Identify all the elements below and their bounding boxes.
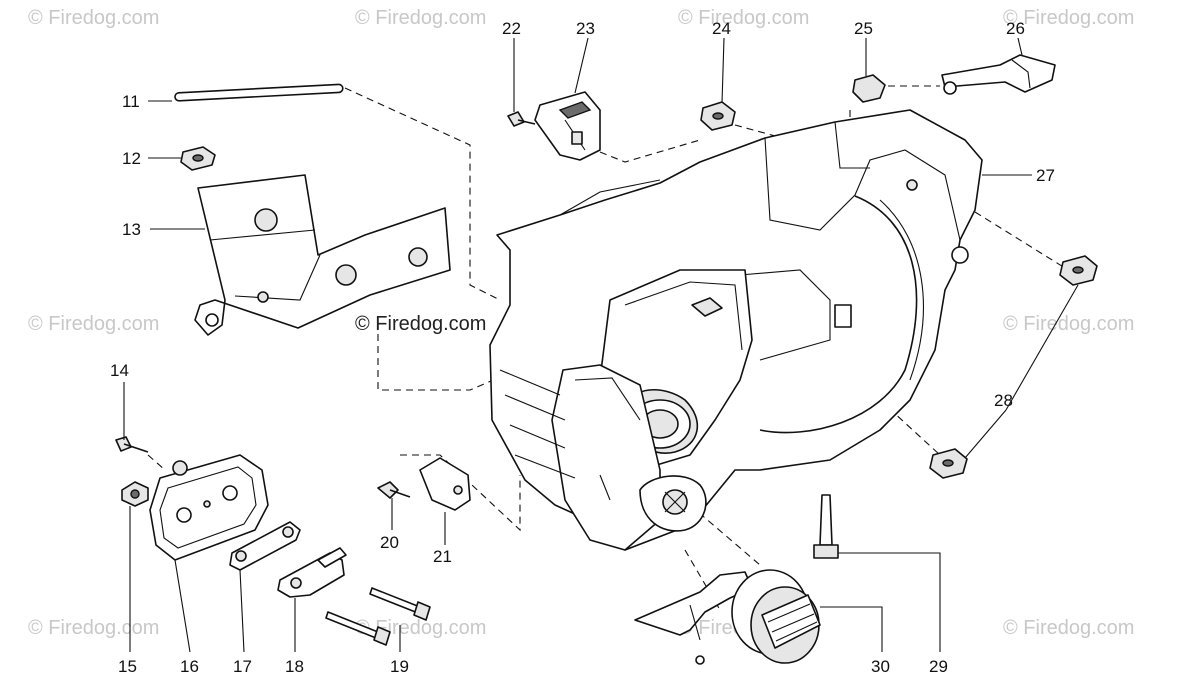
watermark-text: © Firedog.com	[678, 7, 809, 29]
callout-29: 29	[929, 657, 948, 676]
part-bolts-19	[325, 587, 431, 646]
callout-19: 19	[390, 657, 409, 676]
part-nut-12	[180, 146, 216, 171]
part-clip-28-lower	[929, 448, 968, 479]
part-screw-20	[377, 481, 411, 499]
part-clamp-block	[534, 91, 601, 161]
callout-16: 16	[180, 657, 199, 676]
part-nut-24	[700, 101, 736, 131]
watermark-text: © Firedog.com	[28, 617, 159, 639]
watermark-text: © Firedog.com	[28, 7, 159, 29]
callout-26: 26	[1006, 19, 1025, 38]
callout-24: 24	[712, 19, 731, 38]
callout-21: 21	[433, 547, 452, 566]
part-screw-22	[507, 111, 536, 127]
part-oil-cap	[634, 569, 821, 665]
part-tensioner-plate	[277, 547, 347, 598]
callout-15: 15	[118, 657, 137, 676]
callout-18: 18	[285, 657, 304, 676]
part-lever	[941, 54, 1056, 95]
part-side-plate	[149, 454, 269, 561]
callout-labels: 11 12 13 14 15 16 17 18 19 20 21 22 23 2…	[110, 19, 1055, 676]
callout-28: 28	[994, 391, 1013, 410]
callout-17: 17	[233, 657, 252, 676]
watermark-text: © Firedog.com	[28, 313, 159, 335]
part-chain-cover	[489, 109, 983, 551]
watermark-center: © Firedog.com	[355, 313, 486, 335]
part-bumper	[419, 457, 471, 511]
callout-30: 30	[871, 657, 890, 676]
callout-25: 25	[854, 19, 873, 38]
callout-12: 12	[122, 149, 141, 168]
callout-22: 22	[502, 19, 521, 38]
watermark-text: © Firedog.com	[355, 7, 486, 29]
part-clip-28-upper	[1059, 255, 1098, 286]
part-link-plate	[229, 521, 301, 571]
part-clip-25	[852, 74, 886, 103]
part-rod	[174, 83, 344, 102]
callout-27: 27	[1036, 166, 1055, 185]
part-bracket-plate	[194, 174, 451, 336]
callout-14: 14	[110, 361, 129, 380]
callout-11: 11	[122, 92, 140, 111]
part-long-bolt	[813, 494, 839, 559]
watermark-text: © Firedog.com	[1003, 617, 1134, 639]
watermark-text: © Firedog.com	[1003, 7, 1134, 29]
callout-20: 20	[380, 533, 399, 552]
leader-lines	[123, 37, 1079, 653]
callout-13: 13	[122, 220, 141, 239]
part-nut-15	[121, 481, 149, 507]
callout-23: 23	[576, 19, 595, 38]
watermark-text: © Firedog.com	[1003, 313, 1134, 335]
part-screw-14	[115, 436, 149, 453]
